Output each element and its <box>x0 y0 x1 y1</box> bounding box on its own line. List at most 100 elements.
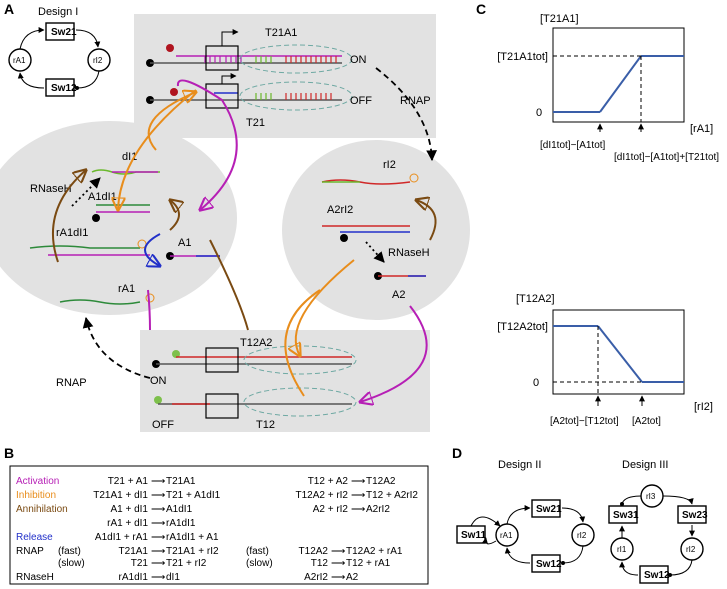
t21-label: T21 <box>246 117 265 129</box>
rxn-5-arrow: ⟶ <box>151 546 165 557</box>
activation-curve-left <box>147 289 151 331</box>
rxn-5-left2: T12A2 <box>299 546 329 557</box>
design3-title: Design III <box>622 459 668 471</box>
rxn-2-right: A1dI1 <box>166 504 193 515</box>
cat-release: Release <box>16 532 53 543</box>
cat-rnap: RNAP <box>16 546 44 557</box>
design1-ri2: rI2 <box>93 56 103 65</box>
rnaseh-left-label: RNaseH <box>30 183 72 195</box>
rxn-2-right2: A2rI2 <box>366 504 390 515</box>
rxn-5-arrow2: ⟶ <box>331 546 345 557</box>
annihilation-arrow-left <box>51 170 86 263</box>
rnap-arrow-right <box>375 67 438 162</box>
on-top-label: ON <box>350 54 367 66</box>
rxn-1-arrow: ⟶ <box>151 490 165 501</box>
design3-ri3: rI3 <box>646 492 656 501</box>
design3-ri2: rI2 <box>686 545 696 554</box>
inhibitor-contents: rI2 A2rI2 RNaseH A2 <box>321 159 430 301</box>
rxn-2-arrow2: ⟶ <box>351 504 365 515</box>
annihilation-arrow-a1 <box>170 200 179 231</box>
rxn-4-left: A1dI1 + rA1 <box>95 532 149 543</box>
activator-ellipse <box>0 121 237 315</box>
rxn-0-right2: T12A2 <box>366 476 396 487</box>
cat-annihilation: Annihilation <box>16 504 68 515</box>
rxn-7-arrow: ⟶ <box>151 572 165 583</box>
rxn-3-left: rA1 + dI1 <box>107 518 148 529</box>
plot-top-xlabel: [rA1] <box>690 123 713 135</box>
design3-diagram: Design III rI3 Sw31 Sw23 rI1 rI2 Sw12 <box>608 459 708 584</box>
rnap-arrow-left <box>82 316 151 379</box>
rxn-6-left2: T12 <box>311 558 329 569</box>
plot-bottom-xtick2: [A2tot] <box>632 416 661 427</box>
rxn-0-left: T21 + A1 <box>108 476 149 487</box>
cat-inhibition: Inhibition <box>16 490 56 501</box>
rxn-0-arrow2: ⟶ <box>351 476 365 487</box>
t12a2-complex: T12A2 ON <box>150 337 357 387</box>
activation-arrow-top <box>176 79 238 210</box>
rxn-7-arrow2: ⟶ <box>331 572 345 583</box>
rxn-3-right: rA1dI1 <box>166 518 196 529</box>
ra1di1-label: rA1dI1 <box>56 227 88 239</box>
plot-top-ylabel: [T21A1] <box>540 13 579 25</box>
design2-ra1: rA1 <box>500 531 513 540</box>
plot-bottom-xlabel: [rI2] <box>694 401 713 413</box>
rxn-3-arrow: ⟶ <box>151 518 165 529</box>
activator-contents: dI1 RNaseH A1dI1 rA1dI1 A1 rA1 <box>29 151 220 305</box>
plot-top-xtick2: [dI1tot]−[A1tot]+[T21tot] <box>614 152 719 163</box>
reaction-rows: T21 + A1 ⟶ T21A1 T12 + A2 ⟶ T12A2 T21A1 … <box>93 476 418 583</box>
design3-ri1: rI1 <box>617 545 627 554</box>
rxn-6-arrow2: ⟶ <box>331 558 345 569</box>
cat-rnaseh: RNaseH <box>16 572 54 583</box>
rxn-4-right: rA1dI1 + A1 <box>166 532 219 543</box>
panel-c-label: C <box>476 1 486 17</box>
design1-sw12: Sw12 <box>51 83 77 94</box>
plot-top-ytick-zero: 0 <box>536 107 542 119</box>
t21a1-label: T21A1 <box>265 27 297 39</box>
annihilation-curve <box>209 239 249 331</box>
rnap-fast-right: (fast) <box>246 546 269 557</box>
design1-ra1: rA1 <box>13 56 26 65</box>
rxn-7-left: rA1dI1 <box>119 572 149 583</box>
reactions-box <box>9 465 429 585</box>
activation-arrow-bottom <box>360 305 428 402</box>
design3-sw12: Sw12 <box>644 570 670 581</box>
plot-bottom-ytick-zero: 0 <box>533 377 539 389</box>
design2-sw21: Sw21 <box>536 504 562 515</box>
rxn-1-left: T21A1 + dI1 <box>93 490 148 501</box>
rxn-1-right: T21 + A1dI1 <box>166 490 221 501</box>
rnap-left-label: RNAP <box>56 377 87 389</box>
design3-sw23: Sw23 <box>682 510 708 521</box>
inhibition-curve-bottom <box>284 289 321 397</box>
inhibitor-ellipse <box>282 140 470 320</box>
rxn-1-arrow2: ⟶ <box>351 490 365 501</box>
rnaseh-right-label: RNaseH <box>388 247 430 259</box>
plot-top-ytick-max: [T21A1tot] <box>497 51 548 63</box>
plot-bottom-ylabel: [T12A2] <box>516 293 555 305</box>
design1-edge-ra1-sw21 <box>19 27 45 50</box>
design1-sw21-box <box>45 22 75 41</box>
on-bottom-label: ON <box>150 375 167 387</box>
inhibition-arrow-di1 <box>118 89 197 210</box>
off-bottom-label: OFF <box>152 419 174 431</box>
a2ri2-label: A2rI2 <box>327 204 353 216</box>
plot-top: [T21A1] [T21A1tot] 0 [rA1] [dI1tot]−[A1t… <box>497 13 719 163</box>
ra1-label: rA1 <box>118 283 135 295</box>
off-top-label: OFF <box>350 95 372 107</box>
rnap-slow-left: (slow) <box>58 558 85 569</box>
rxn-6-arrow: ⟶ <box>151 558 165 569</box>
t21a1-complex: T21A1 ON <box>146 27 367 74</box>
rxn-7-right2: A2 <box>346 572 359 583</box>
design1-diagram: Design I Sw21 Sw12 rA1 rI2 <box>8 6 111 97</box>
reaction-categories: Activation Inhibition Annihilation Relea… <box>16 476 273 583</box>
design1-edge-sw21-ri2 <box>75 29 101 48</box>
a2-label: A2 <box>392 289 405 301</box>
rxn-7-right: dI1 <box>166 572 180 583</box>
cat-activation: Activation <box>16 476 59 487</box>
rxn-0-right: T21A1 <box>166 476 196 487</box>
inhibition-arrow-top <box>147 92 196 151</box>
design1-sw21: Sw21 <box>51 27 77 38</box>
plot-bottom: [T12A2] [T12A2tot] 0 [rI2] [A2tot]−[T12t… <box>497 293 713 427</box>
rxn-7-left2: A2rI2 <box>304 572 328 583</box>
design1-edge-ri2-sw12 <box>75 70 100 90</box>
rxn-2-left2: A2 + rI2 <box>313 504 349 515</box>
